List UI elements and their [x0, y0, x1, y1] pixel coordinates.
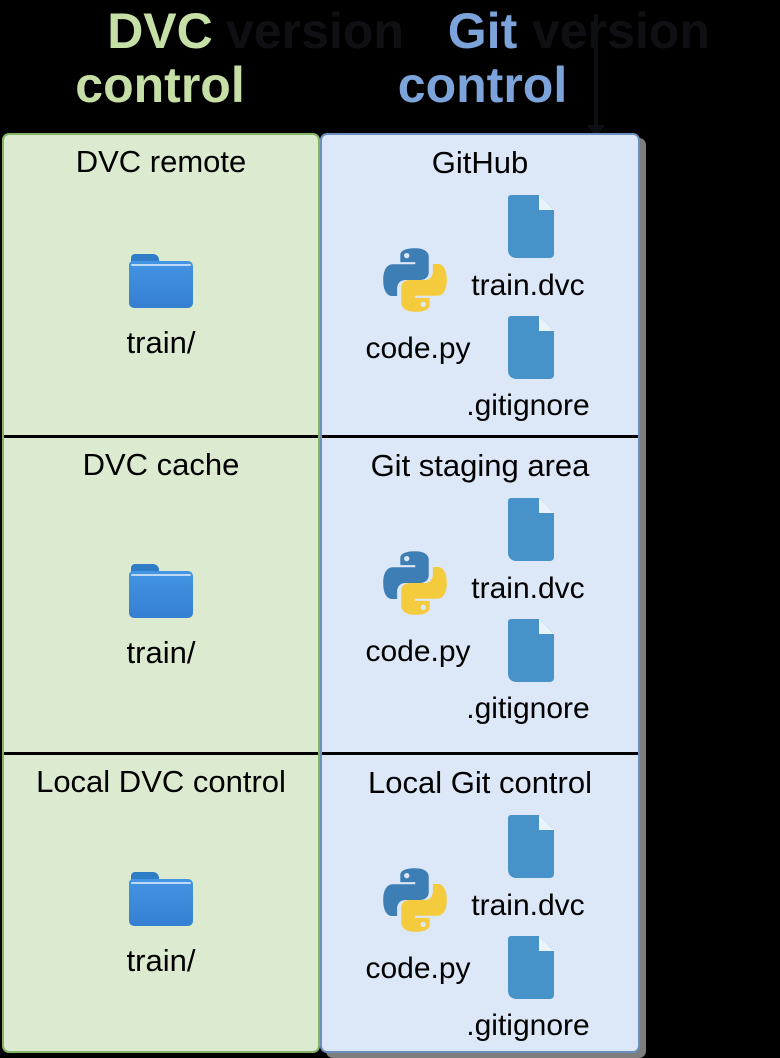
dvc-file-label: train.dvc [471, 572, 585, 605]
header-dvc-version-control: DVC version control [0, 4, 404, 113]
cell-title: DVC remote [75, 144, 247, 179]
cell-git-staging-area: Git staging area code.py train.dvc .giti… [322, 435, 638, 752]
cell-content: train/ [126, 483, 196, 752]
cell-content: train/ [126, 800, 196, 1051]
dvc-column: DVC remote train/ DVC cache train/ [2, 133, 320, 1053]
file-icon [508, 316, 554, 379]
header-dvc-word: DVC [107, 3, 213, 59]
cell-title: Git staging area [370, 448, 590, 483]
cell-title: Local Git control [368, 765, 592, 800]
cell-title: GitHub [431, 145, 529, 180]
header-dvc-line2: control [75, 57, 245, 113]
git-column: GitHub code.py train.dvc .gitignore Git … [320, 133, 640, 1053]
dvc-file-label: train.dvc [471, 269, 585, 302]
cell-title: Local DVC control [36, 764, 286, 799]
gitignore-file-label: .gitignore [466, 389, 590, 422]
cell-dvc-remote: DVC remote train/ [4, 135, 318, 435]
header-dvc-obscured-word: version [226, 3, 404, 59]
file-icon [508, 195, 554, 258]
header-git-word: Git [447, 3, 518, 59]
python-file-label: code.py [365, 635, 471, 668]
dvc-file-label: train.dvc [471, 889, 585, 922]
folder-label: train/ [126, 324, 196, 360]
folder-stripe [130, 573, 191, 576]
gitignore-file-label: .gitignore [466, 1009, 590, 1042]
folder-icon [128, 253, 193, 308]
gitignore-file-label: .gitignore [466, 692, 590, 725]
header-git-line1: Git [320, 4, 645, 58]
folder-label: train/ [126, 942, 196, 978]
file-icon [508, 815, 554, 878]
folder-body [128, 878, 193, 926]
header-dvc-line1: DVC [0, 4, 320, 58]
cell-local-dvc-control: Local DVC control train/ [4, 752, 318, 1051]
header-git-version-control: Git version control [320, 4, 710, 113]
python-file-label: code.py [365, 952, 471, 985]
folder-icon [128, 563, 193, 618]
file-icon [508, 498, 554, 561]
cell-content: train/ [126, 180, 196, 435]
folder-icon [128, 871, 193, 926]
python-file-label: code.py [365, 332, 471, 365]
python-icon [383, 868, 447, 932]
folder-stripe [130, 881, 191, 884]
folder-body [128, 260, 193, 308]
python-icon [383, 551, 447, 615]
header-git-line2: control [397, 57, 568, 113]
cell-github: GitHub code.py train.dvc .gitignore [322, 135, 638, 435]
folder-body [128, 570, 193, 618]
obscured-down-arrow-line [594, 14, 598, 127]
file-icon [508, 619, 554, 682]
folder-stripe [130, 263, 191, 266]
cell-local-git-control: Local Git control code.py train.dvc .git… [322, 752, 638, 1051]
cell-dvc-cache: DVC cache train/ [4, 435, 318, 752]
obscured-arrowhead-icon [641, 752, 646, 756]
header-git-obscured-word: version [532, 3, 710, 59]
python-icon [383, 248, 447, 312]
file-icon [508, 936, 554, 999]
cell-title: DVC cache [82, 447, 240, 482]
folder-label: train/ [126, 634, 196, 670]
